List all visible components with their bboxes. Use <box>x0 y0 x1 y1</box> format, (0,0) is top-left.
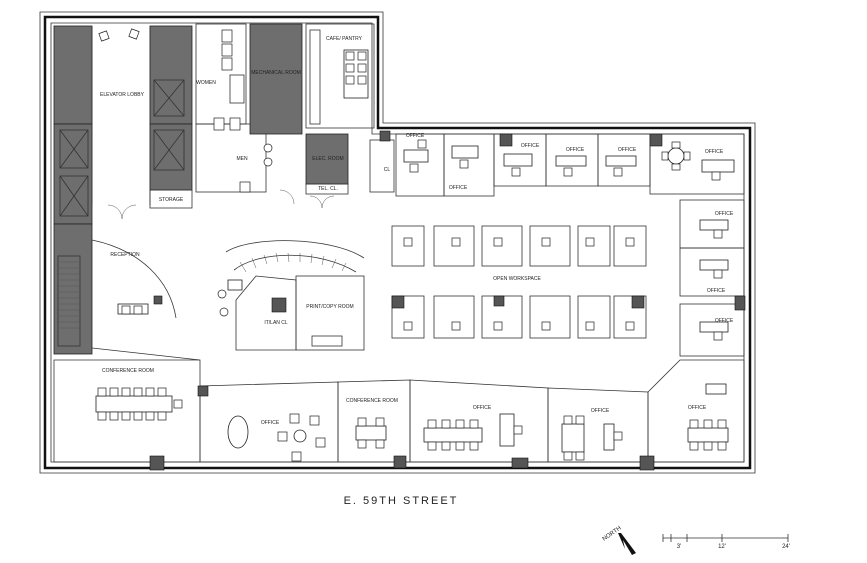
label-elevator-lobby: ELEVATOR LOBBY <box>100 92 145 98</box>
label-office: OFFICE <box>521 143 540 149</box>
label-print-copy-room: PRINT/COPY ROOM <box>306 304 353 310</box>
scale-label-12: 12' <box>718 544 726 550</box>
label-mechanical-room: MECHANICAL ROOM <box>251 70 301 76</box>
label-elec-room: ELEC. ROOM <box>312 156 343 162</box>
label-men: MEN <box>236 156 248 162</box>
north-arrow: NORTH <box>602 526 636 555</box>
building-core <box>53 23 375 355</box>
north-offices <box>369 130 745 197</box>
street-label: E. 59TH STREET <box>344 495 459 507</box>
reception-area <box>91 239 365 361</box>
label-it-lan-cl: IT/LAN CL <box>264 320 288 326</box>
label-cl: CL <box>384 167 391 173</box>
label-office: OFFICE <box>406 133 425 139</box>
label-office: OFFICE <box>591 408 610 414</box>
north-arrow-icon <box>618 533 636 555</box>
label-office: OFFICE <box>705 149 724 155</box>
south-rooms <box>53 359 745 471</box>
stair <box>57 255 81 347</box>
label-cafe-pantry: CAFE/ PANTRY <box>326 36 363 42</box>
room-labels: ELEVATOR LOBBY WOMEN MECHANICAL ROOM CAF… <box>100 36 734 426</box>
label-storage: STORAGE <box>159 197 184 203</box>
scale-label-3: 3' <box>677 544 681 550</box>
label-office: OFFICE <box>473 405 492 411</box>
east-offices <box>679 199 746 357</box>
label-tel-cl: TEL. CL. <box>318 186 338 192</box>
label-women: WOMEN <box>196 80 216 86</box>
label-reception: RECEPTION <box>110 252 140 258</box>
label-office: OFFICE <box>715 318 734 324</box>
label-office: OFFICE <box>707 288 726 294</box>
label-office: OFFICE <box>261 420 280 426</box>
label-conference-room-west: CONFERENCE ROOM <box>102 368 154 374</box>
label-open-workspace: OPEN WORKSPACE <box>493 276 541 282</box>
label-conference-room-south: CONFERENCE ROOM <box>346 398 398 404</box>
label-office: OFFICE <box>449 185 468 191</box>
label-office: OFFICE <box>618 147 637 153</box>
label-office: OFFICE <box>688 405 707 411</box>
scale-bar: 3' 12' 24' <box>662 534 790 550</box>
open-workspace <box>391 225 647 339</box>
label-office: OFFICE <box>715 211 734 217</box>
scale-label-24: 24' <box>782 544 790 550</box>
label-office: OFFICE <box>566 147 585 153</box>
